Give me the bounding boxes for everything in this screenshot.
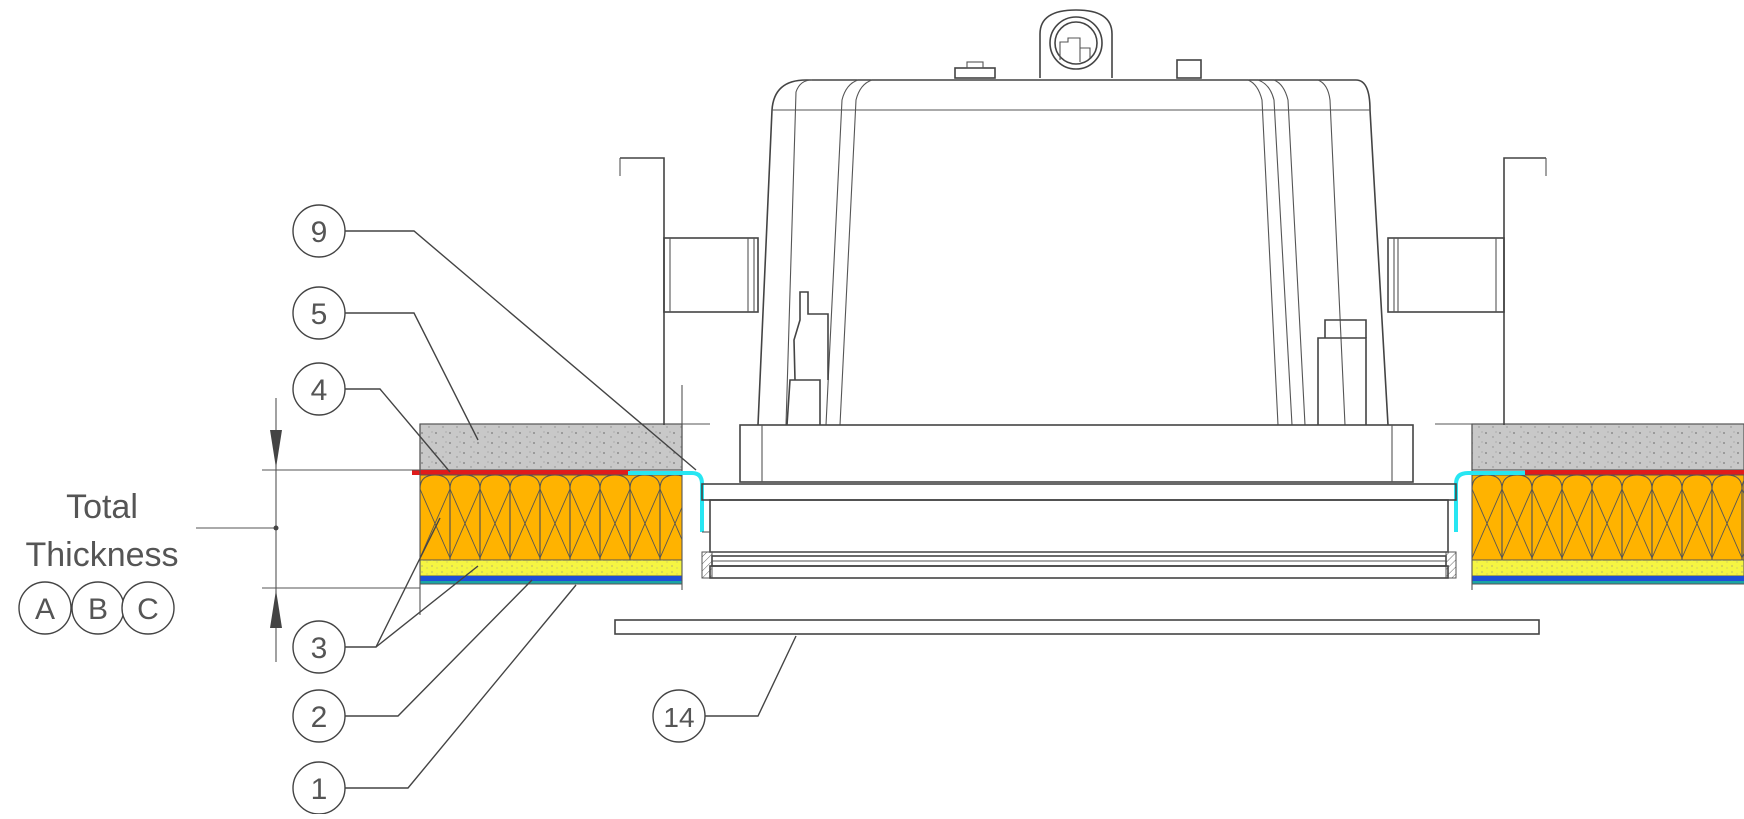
callout-14-text: 14 [663, 702, 694, 733]
teal-membrane-left [420, 581, 682, 584]
vapour-membrane-left [412, 470, 630, 475]
callout-4: 4 [292, 362, 346, 416]
teal-membrane-right [1472, 581, 1744, 584]
marker-c-text: C [137, 593, 159, 626]
blue-membrane-left [420, 576, 682, 581]
insulation-layer-right [1471, 474, 1744, 561]
callout-4-text: 4 [311, 374, 328, 407]
thickness-marker-b: B [71, 581, 125, 635]
callout-3: 3 [292, 620, 346, 674]
callout-9-text: 9 [311, 216, 328, 249]
callout-1: 1 [292, 761, 346, 815]
callout-2-text: 2 [311, 701, 328, 734]
vapour-membrane-right [1525, 470, 1744, 475]
left-roof-buildup [412, 385, 710, 615]
blue-membrane-right [1472, 576, 1744, 581]
callout-3-text: 3 [311, 632, 328, 665]
callout-14: 14 [652, 689, 706, 743]
callout-2: 2 [292, 689, 346, 743]
callout-9: 9 [292, 204, 346, 258]
thickness-marker-a: A [18, 581, 72, 635]
callout-5: 5 [292, 286, 346, 340]
dimension-label-line2: Thickness [25, 536, 178, 574]
total-thickness-dimension: Total Thickness A B C [18, 398, 420, 662]
marker-b-text: B [88, 593, 108, 626]
callout-1-text: 1 [311, 773, 328, 806]
callout-5-text: 5 [311, 298, 328, 331]
marker-a-text: A [35, 593, 55, 626]
dimension-label-line1: Total [66, 488, 138, 526]
thickness-marker-c: C [121, 581, 175, 635]
callout-leaders [345, 230, 797, 789]
rooftop-unit [614, 9, 1547, 635]
insulation-wool-pattern-left [420, 474, 682, 560]
right-roof-buildup [1435, 423, 1744, 590]
insulation-layer-left [419, 474, 683, 561]
